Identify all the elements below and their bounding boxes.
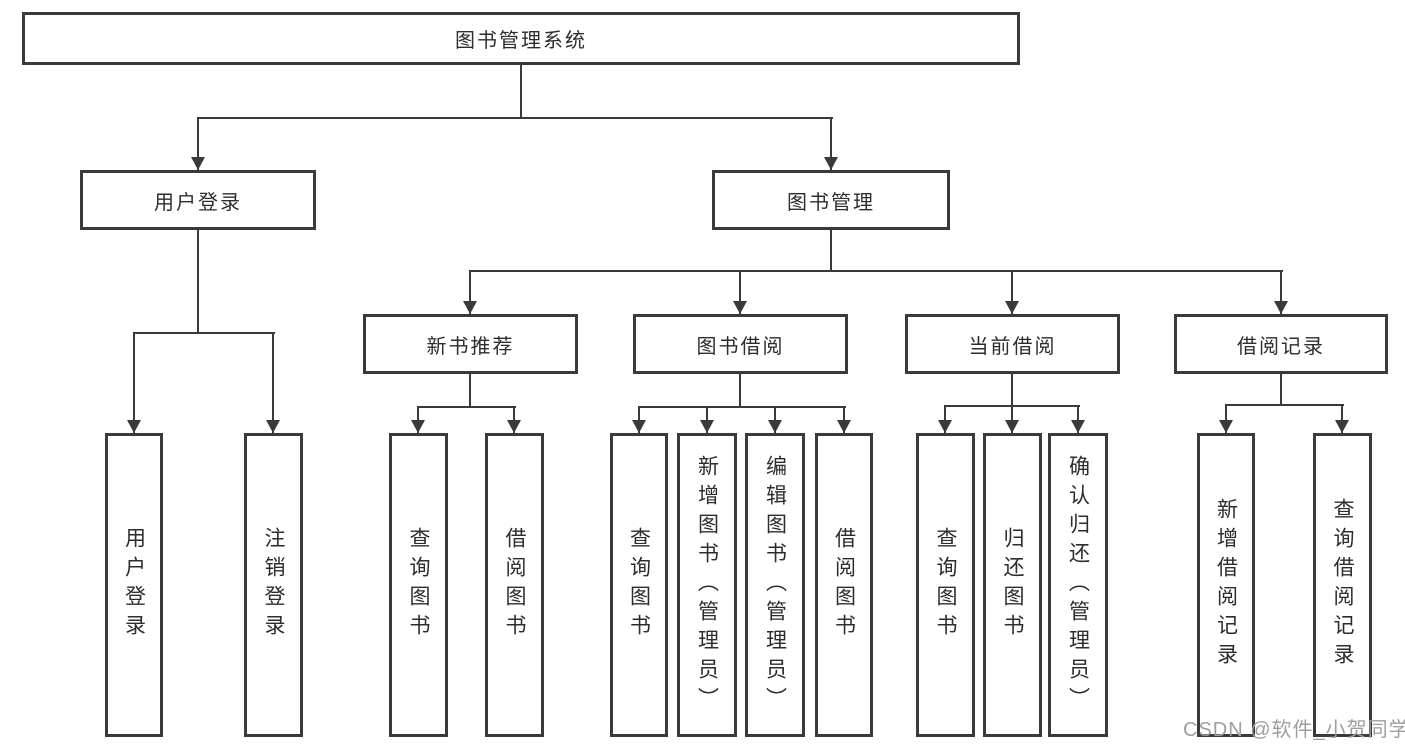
connector-arrow-down [938,405,952,433]
leaf-borrow-books-recommend-label: 借阅图书 [503,527,526,643]
leaf-user-login-label: 用户登录 [122,527,146,643]
node-current-borrow: 当前借阅 [905,314,1120,374]
leaf-edit-book-admin: 编辑图书（管理员） [745,433,805,737]
connector-line [417,406,516,408]
connector-line [1225,404,1344,406]
leaf-return-books: 归还图书 [983,433,1042,737]
node-new-book-recommend-label: 新书推荐 [426,335,515,358]
connector-arrow-down [632,406,646,433]
connector-line [197,117,833,119]
connector-line [520,65,522,119]
leaf-query-books-recommend-label: 查询图书 [407,527,430,643]
connector-line [469,270,1283,272]
connector-arrow-down [1005,270,1019,314]
connector-arrow-down [266,332,280,433]
connector-arrow-down [1219,404,1233,433]
connector-arrow-down [127,332,141,433]
node-root: 图书管理系统 [22,12,1020,65]
connector-line [1011,374,1013,407]
leaf-borrow-books-borrow-label: 借阅图书 [832,527,856,643]
leaf-add-book-admin: 新增图书（管理员） [677,433,737,737]
connector-arrow-down [837,406,851,433]
connector-arrow-down [463,270,477,314]
connector-line [469,374,471,408]
csdn-watermark: CSDN @软件_小贺同学 [1183,719,1405,741]
leaf-query-books-current: 查询图书 [916,433,975,737]
node-book-borrow: 图书借阅 [633,314,848,374]
leaf-add-borrow-record: 新增借阅记录 [1197,433,1255,737]
connector-arrow-down [700,406,714,433]
node-user-login: 用户登录 [80,170,316,230]
leaf-query-books-borrow: 查询图书 [610,433,668,737]
node-root-label: 图书管理系统 [455,30,587,52]
leaf-query-books-current-label: 查询图书 [934,527,957,643]
node-user-login-label: 用户登录 [154,191,242,214]
leaf-borrow-books-borrow: 借阅图书 [815,433,873,737]
connector-arrow-down [1071,405,1085,433]
leaf-confirm-return-admin: 确认归还（管理员） [1048,433,1108,737]
leaf-logout-label: 注销登录 [262,527,285,643]
connector-line [133,332,275,334]
leaf-logout: 注销登录 [244,433,303,737]
leaf-query-borrow-record: 查询借阅记录 [1313,433,1372,737]
node-borrow-records-label: 借阅记录 [1237,335,1325,358]
connector-arrow-down [191,117,205,170]
connector-line [739,374,741,408]
node-book-management-label: 图书管理 [787,191,875,214]
connector-arrow-down [733,270,747,314]
connector-line [830,230,832,272]
leaf-query-books-borrow-label: 查询图书 [627,527,651,643]
leaf-add-borrow-record-label: 新增借阅记录 [1214,498,1238,672]
connector-line [638,406,846,408]
connector-arrow-down [768,406,782,433]
node-borrow-records: 借阅记录 [1174,314,1388,374]
node-current-borrow-label: 当前借阅 [968,335,1057,358]
node-book-borrow-label: 图书借阅 [696,335,785,358]
leaf-confirm-return-admin-label: 确认归还（管理员） [1066,454,1090,716]
node-new-book-recommend: 新书推荐 [363,314,578,374]
leaf-user-login: 用户登录 [105,433,163,737]
connector-arrow-down [1005,405,1019,433]
connector-line [197,230,199,334]
leaf-add-book-admin-label: 新增图书（管理员） [695,454,719,716]
connector-arrow-down [1335,404,1349,433]
leaf-query-books-recommend: 查询图书 [389,433,448,737]
node-book-management: 图书管理 [712,170,950,230]
connector-line [1280,374,1282,406]
connector-arrow-down [411,406,425,433]
connector-arrow-down [824,117,838,170]
leaf-query-borrow-record-label: 查询借阅记录 [1331,498,1354,672]
leaf-borrow-books-recommend: 借阅图书 [485,433,544,737]
leaf-return-books-label: 归还图书 [1001,527,1024,643]
leaf-edit-book-admin-label: 编辑图书（管理员） [763,454,787,716]
connector-arrow-down [1274,270,1288,314]
connector-arrow-down [507,406,521,433]
